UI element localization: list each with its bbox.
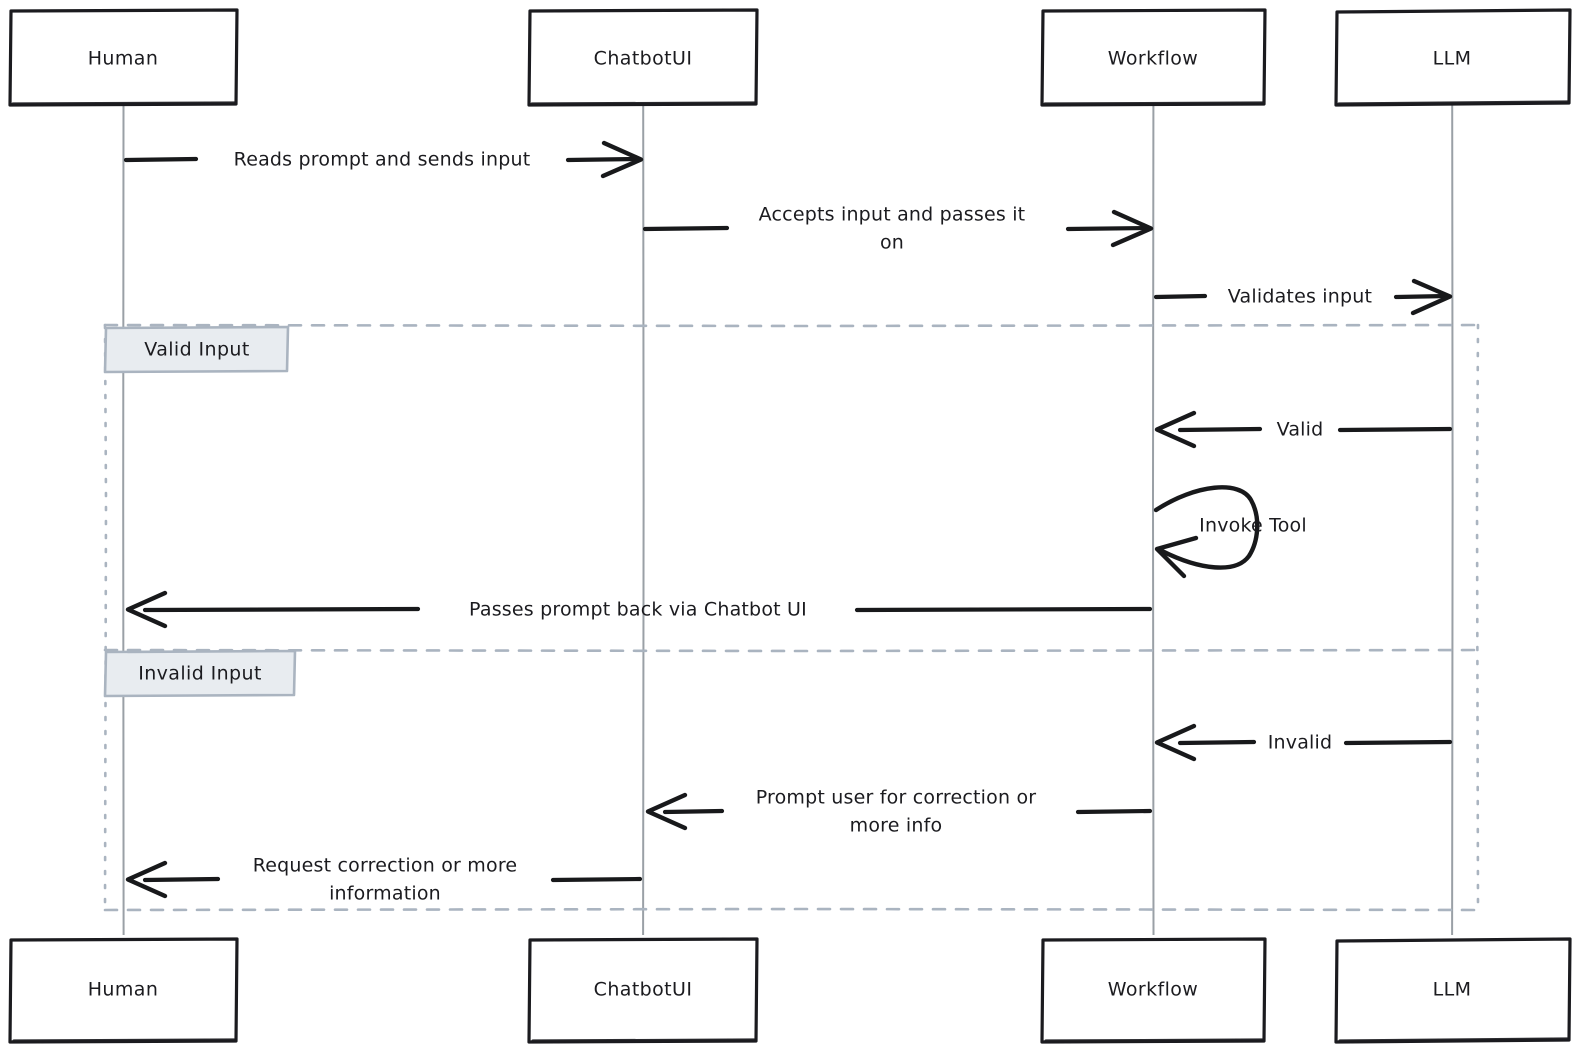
actor-label-llm-bottom: LLM [1433, 979, 1472, 1001]
arrowhead-left-icon [1154, 535, 1199, 579]
actor-box-workflow-bottom[interactable]: Workflow [1040, 937, 1267, 1044]
actors-top: Human ChatbotUI Workflow LLM [8, 8, 1572, 107]
arrowhead-right-icon [1410, 278, 1453, 316]
actor-box-sketch-stroke [1338, 1037, 1569, 1043]
message-accepts-input-and-passes-it-on[interactable]: Accepts input and passes it on [642, 204, 1154, 254]
alt-block-frame [103, 323, 1480, 912]
actor-box-shape [1040, 937, 1267, 1044]
message-validates-input[interactable]: Validates input [1153, 278, 1453, 316]
self-loop-path [1153, 485, 1260, 570]
message-line [565, 156, 641, 163]
block-frame-top [103, 323, 1480, 328]
arrowhead-left-icon [645, 792, 688, 831]
message-line [123, 156, 199, 163]
actor-box-human-bottom[interactable]: Human [8, 937, 239, 1044]
message-valid[interactable]: Valid [1154, 410, 1453, 449]
block-tag-label: Valid Input [144, 339, 249, 361]
arrowhead-left-icon [125, 590, 168, 629]
message-line [142, 876, 221, 883]
message-label: Valid [1277, 419, 1324, 441]
message-label-line1: Accepts input and passes it [759, 204, 1026, 226]
actor-box-llm-bottom[interactable]: LLM [1334, 937, 1572, 1044]
lifeline-llm [1451, 104, 1454, 936]
actor-box-shape [8, 937, 239, 1044]
message-line [662, 808, 725, 815]
message-label-line1: Request correction or more [253, 855, 518, 877]
message-passes-prompt-back-via-chatbot-ui[interactable]: Passes prompt back via Chatbot UI [125, 590, 1153, 629]
actor-box-workflow-top[interactable]: Workflow [1040, 8, 1267, 107]
actor-box-sketch-stroke [1043, 101, 1265, 106]
actor-label-workflow-top: Workflow [1108, 48, 1198, 70]
message-invoke-tool[interactable]: Invoke Tool [1153, 485, 1307, 579]
message-line [1177, 739, 1257, 746]
message-label: Passes prompt back via Chatbot UI [469, 599, 807, 621]
arrowhead-left-icon [1154, 410, 1197, 449]
block-tag-label: Invalid Input [138, 663, 262, 685]
block-tag-shape [103, 325, 290, 374]
actor-box-sketch-stroke [531, 1038, 756, 1043]
message-line [642, 225, 730, 232]
actors-bottom: Human ChatbotUI Workflow LLM [8, 937, 1572, 1044]
message-line [854, 606, 1153, 613]
message-line [1393, 293, 1450, 300]
message-label-line2: more info [850, 815, 943, 837]
message-line [1337, 426, 1453, 433]
message-line [1075, 808, 1153, 815]
message-label-line1: Prompt user for correction or [756, 787, 1037, 809]
block-tag-shape [103, 649, 297, 698]
message-label: Validates input [1228, 286, 1372, 308]
message-label: Invalid [1268, 732, 1333, 754]
lifeline-chatbotui [642, 104, 645, 936]
actor-label-human-bottom: Human [88, 979, 159, 1001]
actor-box-sketch-stroke [11, 101, 237, 106]
message-invalid[interactable]: Invalid [1154, 723, 1453, 762]
actor-box-sketch-stroke [530, 101, 757, 106]
actor-box-chatbotui-top[interactable]: ChatbotUI [527, 8, 759, 107]
message-reads-prompt-and-sends-input[interactable]: Reads prompt and sends input [123, 140, 644, 179]
block-frame-left [103, 323, 108, 912]
block-frame-divider [103, 648, 1480, 653]
actor-box-sketch-stroke [1337, 100, 1570, 106]
message-line [1153, 293, 1208, 300]
message-line [1177, 426, 1263, 433]
actor-box-shape [1334, 937, 1572, 1044]
actor-label-chatbotui-bottom: ChatbotUI [594, 979, 693, 1001]
actor-label-human-top: Human [88, 48, 159, 70]
actor-box-human-top[interactable]: Human [8, 8, 239, 107]
message-line [142, 606, 421, 613]
actor-box-chatbotui-bottom[interactable]: ChatbotUI [527, 937, 759, 1044]
arrowhead-right-icon [1110, 209, 1154, 248]
actor-label-workflow-bottom: Workflow [1108, 979, 1198, 1001]
block-tag-invalid-input[interactable]: Invalid Input [103, 649, 297, 698]
arrowhead-left-icon [1154, 723, 1197, 762]
message-prompt-user-for-correction-or-more-info[interactable]: Prompt user for correction or more info [645, 787, 1153, 837]
message-line [1343, 739, 1453, 746]
actor-box-sketch-stroke [12, 1038, 236, 1043]
actor-label-chatbotui-top: ChatbotUI [594, 48, 693, 70]
message-label-line2: information [329, 883, 441, 905]
lifeline-workflow [1151, 104, 1155, 936]
message-label-line2: on [880, 232, 904, 254]
actor-box-shape [527, 937, 759, 1044]
block-tag-valid-input[interactable]: Valid Input [103, 325, 290, 374]
actor-label-llm-top: LLM [1433, 48, 1472, 70]
block-frame-right [1475, 323, 1480, 912]
actor-box-sketch-stroke [1044, 1038, 1264, 1043]
arrowhead-right-icon [600, 140, 644, 179]
arrowhead-left-icon [125, 860, 168, 899]
message-request-correction-or-more-information[interactable]: Request correction or more information [125, 855, 643, 905]
message-label: Invoke Tool [1199, 515, 1307, 537]
block-frame-bottom [103, 907, 1480, 912]
message-line [1065, 225, 1151, 232]
actor-box-llm-top[interactable]: LLM [1334, 8, 1572, 107]
lifelines-group [122, 104, 1454, 936]
message-line [550, 876, 643, 883]
message-label: Reads prompt and sends input [234, 149, 531, 171]
